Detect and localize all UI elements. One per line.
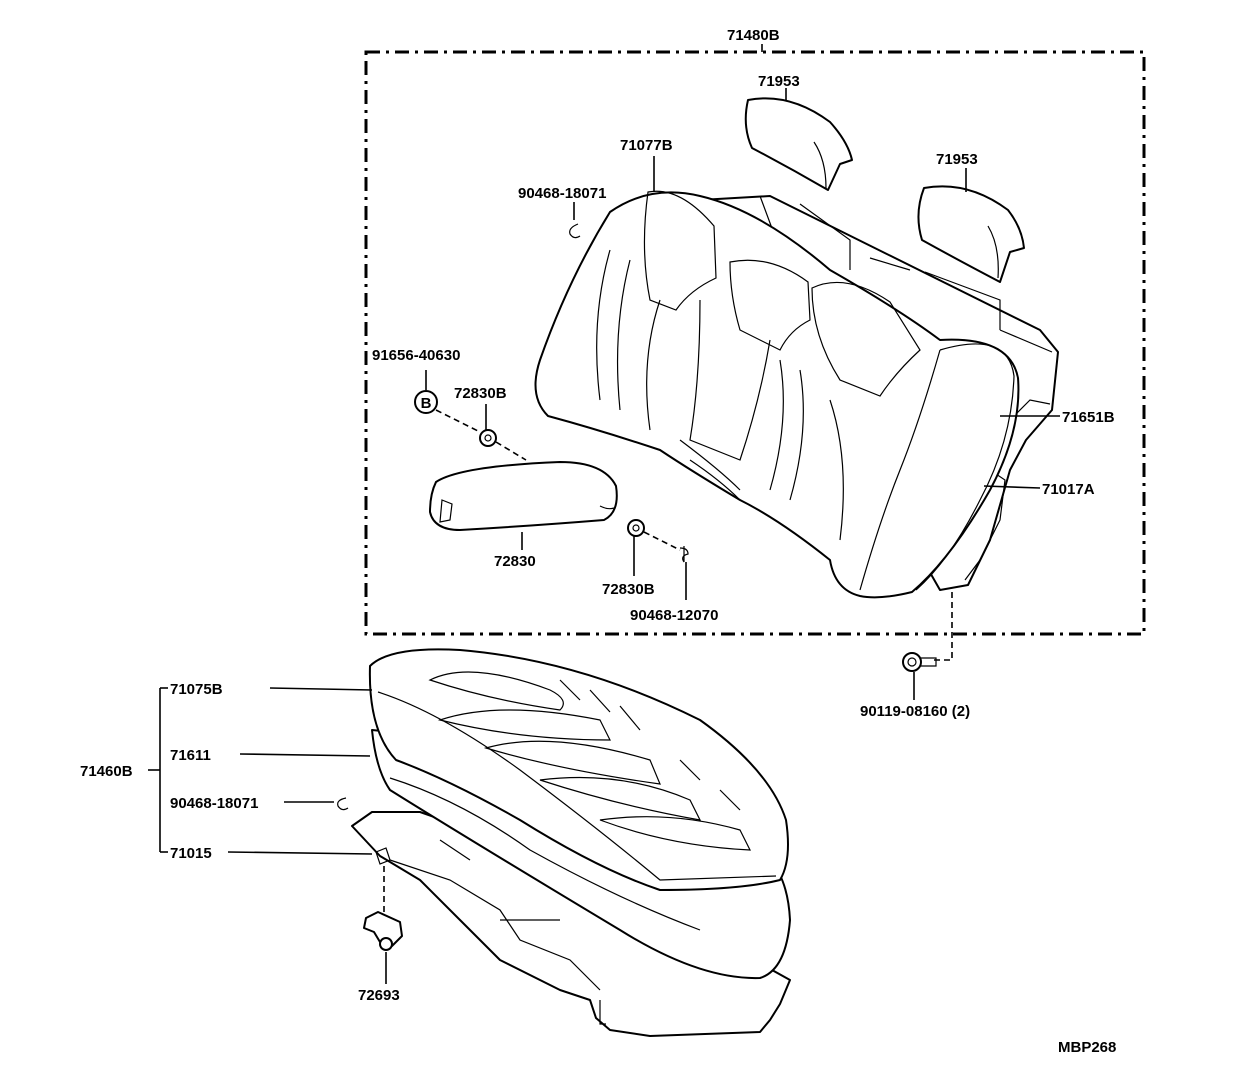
hinge-bottom-icon — [627, 519, 645, 537]
label-hog-ring-back: 90468-18071 — [518, 185, 606, 202]
label-assy-back: 71480B — [727, 27, 780, 44]
clip-b-marker: B — [421, 395, 432, 412]
label-headrest-left: 71953 — [758, 73, 800, 90]
label-armrest: 72830 — [494, 553, 536, 570]
label-cushion-frame: 71015 — [170, 845, 212, 862]
hinge-top-icon — [479, 429, 497, 447]
headrest-right-shape — [917, 185, 1025, 283]
label-bolt: 90119-08160 (2) — [860, 703, 970, 720]
armrest-shape — [429, 461, 618, 531]
label-armrest-hinge-top: 72830B — [454, 385, 507, 402]
clip-b-marker-circle — [414, 390, 438, 414]
hog-ring-back-icon — [569, 223, 581, 239]
seat-cushion-shape — [351, 648, 791, 1037]
label-armrest-hinge-bottom: 72830B — [602, 581, 655, 598]
lock-hook-icon — [363, 911, 403, 951]
label-headrest-right: 71953 — [936, 151, 978, 168]
seat-back-assembly-frame — [364, 50, 1146, 636]
label-back-frame: 71017A — [1042, 481, 1095, 498]
label-back-pad: 71651B — [1062, 409, 1115, 426]
label-cushion-cover: 71075B — [170, 681, 223, 698]
hog-ring-cushion-icon — [337, 797, 349, 811]
label-hog-ring-cushion: 90468-18071 — [170, 795, 258, 812]
clip-bottom-icon — [679, 546, 689, 563]
drawing-id: MBP268 — [1058, 1039, 1116, 1056]
label-cushion-pad: 71611 — [170, 747, 211, 764]
bolt-icon — [902, 652, 937, 672]
label-assy-cushion: 71460B — [80, 763, 133, 780]
label-clip-bottom: 90468-12070 — [630, 607, 718, 624]
lock-hook-mount-icon — [375, 847, 391, 865]
headrest-left-shape — [744, 97, 853, 191]
label-lock-hook: 72693 — [358, 987, 400, 1004]
label-back-cover: 71077B — [620, 137, 673, 154]
seat-back-shape — [534, 190, 1059, 599]
label-clip-screw: 91656-40630 — [372, 347, 460, 364]
